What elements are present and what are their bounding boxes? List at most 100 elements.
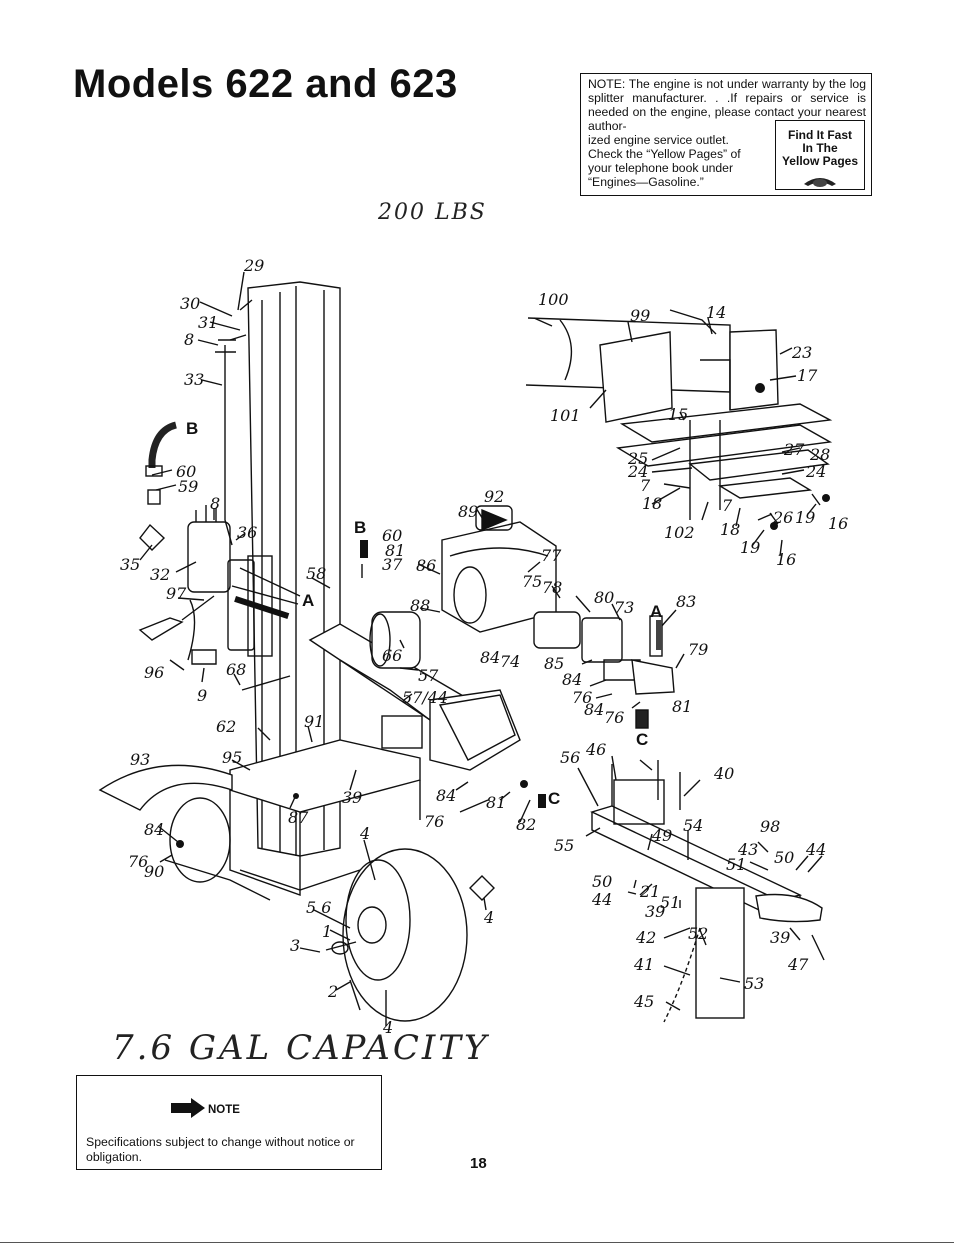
callout-14: 14: [706, 303, 727, 322]
callout-49: 49: [652, 826, 673, 845]
callout-84d: 84: [584, 700, 605, 719]
callout-32: 32: [150, 565, 171, 584]
callout-95: 95: [222, 748, 243, 767]
callout-3: 3: [290, 936, 301, 955]
callout-C2: C: [548, 789, 561, 808]
callout-84b: 84: [480, 648, 501, 667]
callout-52: 52: [688, 924, 709, 943]
handwritten-weight: 200 LBS: [378, 200, 487, 225]
callout-81b: 81: [672, 697, 693, 716]
callout-76: 76: [128, 852, 149, 871]
callout-81c: 81: [486, 793, 507, 812]
yellow-pages-line1: Find It Fast: [788, 128, 852, 142]
warranty-text: NOTE: The engine is not under warranty b…: [588, 77, 866, 133]
callout-88: 88: [410, 596, 431, 615]
callout-40: 40: [714, 764, 735, 783]
callout-76c: 76: [604, 708, 625, 727]
callout-85: 85: [544, 654, 565, 673]
callout-58: 58: [306, 564, 327, 583]
handwritten-capacity: 7.6 GAL CAPACITY: [112, 1028, 490, 1068]
callout-99: 99: [630, 306, 651, 325]
callout-50b: 50: [592, 872, 613, 891]
callout-51: 51: [726, 855, 747, 874]
callout-53: 53: [744, 974, 765, 993]
callout-80: 80: [594, 588, 615, 607]
callout-46: 46: [586, 740, 607, 759]
warranty-text-line5: “Engines—Gasoline.”: [588, 175, 704, 189]
page-number: 18: [470, 1155, 487, 1172]
callout-87: 87: [288, 808, 309, 827]
callout-81: 81: [385, 541, 406, 560]
callout-39: 39: [342, 788, 363, 807]
callout-44: 44: [806, 840, 827, 859]
callout-29: 29: [244, 256, 265, 275]
callout-18: 18: [642, 494, 663, 513]
arrow-right-icon: [171, 1098, 205, 1118]
callout-79: 79: [688, 640, 709, 659]
callout-C: C: [636, 730, 649, 749]
callout-19b: 19: [740, 538, 761, 557]
callout-25: 25: [628, 449, 649, 468]
callout-39b: 39: [645, 902, 666, 921]
callout-84: 84: [144, 820, 165, 839]
callout-24b: 24: [806, 462, 827, 481]
callout-96: 96: [144, 663, 165, 682]
callout-57: 57: [418, 666, 439, 685]
callout-97: 97: [166, 584, 187, 603]
callout-74: 74: [500, 652, 521, 671]
callout-17: 17: [797, 366, 818, 385]
callout-84e: 84: [436, 786, 457, 805]
callout-1: 1: [322, 922, 333, 941]
callout-89: 89: [458, 502, 479, 521]
callout-7: 7: [640, 476, 651, 495]
callout-42: 42: [636, 928, 657, 947]
callout-39c: 39: [770, 928, 791, 947]
callout-45: 45: [634, 992, 655, 1011]
callout-23: 23: [792, 343, 813, 362]
callout-16: 16: [828, 514, 849, 533]
callout-51b: 51: [660, 893, 681, 912]
callout-75: 75: [522, 572, 543, 591]
callout-68: 68: [226, 660, 247, 679]
callout-4c: 4: [383, 1018, 394, 1037]
callout-92: 92: [484, 487, 505, 506]
callout-B2: B: [354, 518, 367, 537]
callout-36: 36: [237, 523, 258, 542]
note-label: NOTE: [208, 1104, 240, 1116]
note-body: Specifications subject to change without…: [86, 1135, 355, 1164]
callout-62: 62: [216, 717, 237, 736]
callout-8: 8: [184, 330, 195, 349]
specifications-note-box: NOTE Specifications subject to change wi…: [76, 1075, 382, 1170]
callout-76b: 76: [572, 688, 593, 707]
callout-60: 60: [176, 462, 197, 481]
callout-2: 2: [328, 982, 339, 1001]
callout-83: 83: [676, 592, 697, 611]
callout-16b: 16: [776, 550, 797, 569]
callout-24: 24: [628, 462, 649, 481]
callout-4b: 4: [484, 908, 495, 927]
callout-77: 77: [541, 546, 562, 565]
callout-44b: 44: [592, 890, 613, 909]
callout-84c: 84: [562, 670, 583, 689]
engine-warranty-note: NOTE: The engine is not under warranty b…: [580, 73, 872, 196]
bottom-rule: [0, 1242, 954, 1243]
callout-98: 98: [760, 817, 781, 836]
callout-26: 26: [773, 508, 794, 527]
callout-18b: 18: [720, 520, 741, 539]
callout-76d: 76: [424, 812, 445, 831]
warranty-text-line3: Check the “Yellow Pages” of: [588, 147, 741, 161]
callout-43: 43: [738, 840, 759, 859]
callout-8b: 8: [210, 494, 221, 513]
yellow-pages-line3: Yellow Pages: [781, 154, 859, 168]
diagram-hatching: [176, 383, 830, 848]
callout-54: 54: [683, 816, 704, 835]
callout-5-6: 5 6: [306, 898, 332, 917]
callout-35: 35: [120, 555, 141, 574]
callout-90: 90: [144, 862, 165, 881]
warranty-text-line4: your telephone book under: [588, 161, 734, 175]
callout-28: 28: [810, 445, 831, 464]
callout-78: 78: [542, 578, 563, 597]
callout-4a: 4: [360, 824, 371, 843]
yellow-pages-badge: Find It Fast In The Yellow Pages: [775, 120, 865, 190]
